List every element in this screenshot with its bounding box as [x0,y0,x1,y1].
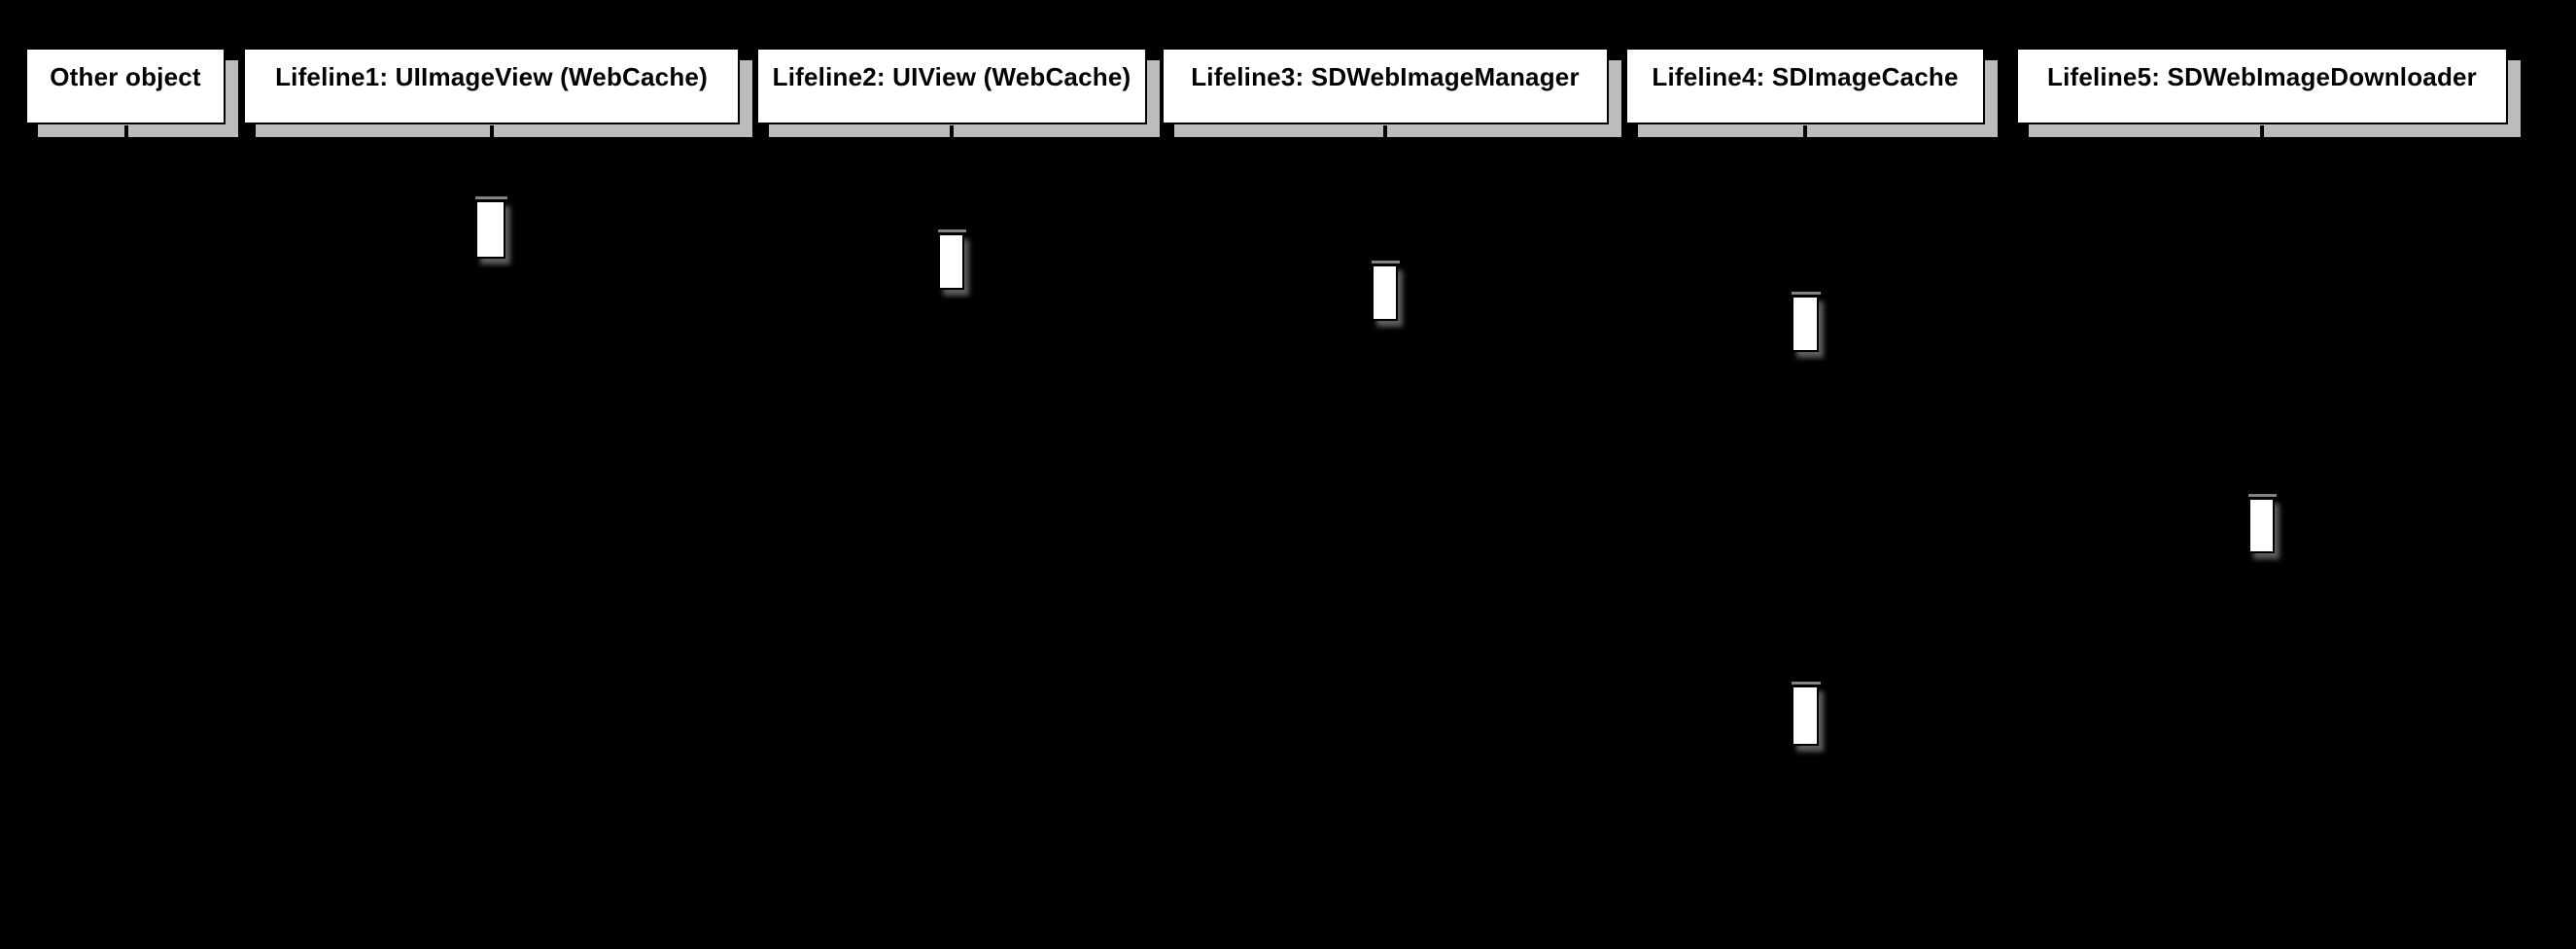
activation-bar [1792,682,1821,746]
lifeline-header-label: Lifeline3: SDWebImageManager [1191,62,1580,91]
lifeline-dash-tick [124,125,128,137]
lifeline-dash-tick [1383,125,1387,137]
activation-bar [475,196,507,259]
incoming-message-shadow [1792,682,1821,685]
lifeline-header-label: Lifeline1: UIImageView (WebCache) [275,62,708,91]
lifeline-dash-tick [490,125,494,137]
incoming-message-shadow [2248,494,2277,497]
lifeline-header: Lifeline3: SDWebImageManager [1162,48,1609,124]
activation-bar [2248,494,2277,553]
activation-bar [1792,292,1821,352]
activation-bar [938,229,966,290]
lifeline-header-label: Lifeline5: SDWebImageDownloader [2046,62,2478,91]
incoming-message-shadow [938,229,966,232]
lifeline-header: Lifeline2: UIView (WebCache) [756,48,1147,124]
activation-bar [1372,261,1400,321]
lifeline-header-label: Lifeline2: UIView (WebCache) [772,62,1131,91]
incoming-message-shadow [1372,261,1400,264]
lifeline-header: Lifeline4: SDImageCache [1625,48,1985,124]
lifeline-header: Other object [25,48,226,124]
lifeline-dash-tick [950,125,954,137]
lifeline-header: Lifeline1: UIImageView (WebCache) [243,48,740,124]
incoming-message-shadow [1792,292,1821,295]
incoming-message-shadow [475,196,507,199]
lifeline-header-label: Other object [50,62,201,91]
lifeline-header-label: Lifeline4: SDImageCache [1652,62,1959,91]
lifeline-header: Lifeline5: SDWebImageDownloader [2016,48,2508,124]
lifeline-dash-tick [2260,125,2264,137]
lifeline-dash-tick [1803,125,1807,137]
